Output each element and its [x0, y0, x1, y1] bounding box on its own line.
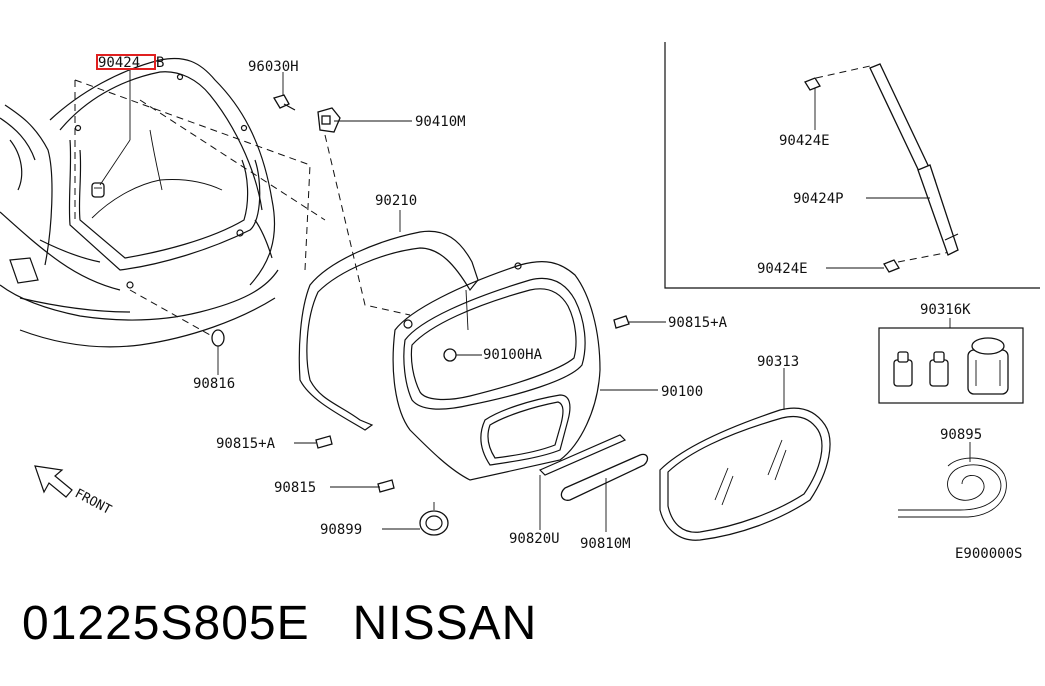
back-glass-part [659, 407, 831, 541]
label-90313: 90313 [757, 354, 799, 370]
bolt-96030h-part [273, 94, 296, 111]
dashed-guides [74, 79, 411, 336]
footer-part-number: 01225S805E [22, 597, 310, 650]
label-90424p: 90424P [793, 191, 844, 207]
label-90899: 90899 [320, 522, 362, 538]
clip-part [91, 182, 105, 198]
label-96030h: 96030H [248, 59, 299, 75]
car-body-rear [0, 57, 279, 348]
sealant-roll-part [898, 448, 1007, 518]
parts-diagram: 90424 B 96030H 90410M 90210 90100HA 9010… [0, 42, 1040, 562]
label-90424e-bottom: 90424E [757, 261, 808, 277]
label-90100ha: 90100HA [483, 347, 543, 363]
leader-lines [99, 70, 971, 530]
lens-part [419, 502, 449, 536]
label-90424e-top: 90424E [779, 133, 830, 149]
label-90816: 90816 [193, 376, 235, 392]
label-90895: 90895 [940, 427, 982, 443]
bumper-stop-part [211, 329, 225, 347]
label-90410m: 90410M [415, 114, 466, 130]
label-90424b: 90424 [98, 55, 140, 71]
footer-caption: 01225S805E NISSAN [22, 596, 537, 651]
bumper-rubber-parts [315, 315, 630, 493]
highlight-box [96, 54, 156, 70]
back-door-part [392, 261, 601, 481]
label-90424b-suffix: B [156, 55, 164, 71]
label-90210: 90210 [375, 193, 417, 209]
label-90316k: 90316K [920, 302, 971, 318]
stud-bottom-part [883, 259, 900, 273]
label-90815: 90815 [274, 480, 316, 496]
stay-box [664, 42, 1040, 289]
gas-stay-part [869, 63, 959, 256]
label-90820u: 90820U [509, 531, 560, 547]
label-90815a-right: 90815+A [668, 315, 728, 331]
diagram-code: E900000S [955, 546, 1022, 562]
stud-top-part [804, 77, 821, 91]
label-front: FRONT [72, 486, 114, 518]
label-90810m: 90810M [580, 536, 631, 552]
hinge-part [317, 107, 341, 133]
label-90100: 90100 [661, 384, 703, 400]
front-arrow-icon [34, 465, 73, 498]
footer-brand: NISSAN [352, 597, 538, 650]
weatherstrip-part [298, 230, 479, 431]
label-90815a-left: 90815+A [216, 436, 276, 452]
garnish-part [538, 434, 649, 532]
kit-box [878, 327, 1024, 404]
